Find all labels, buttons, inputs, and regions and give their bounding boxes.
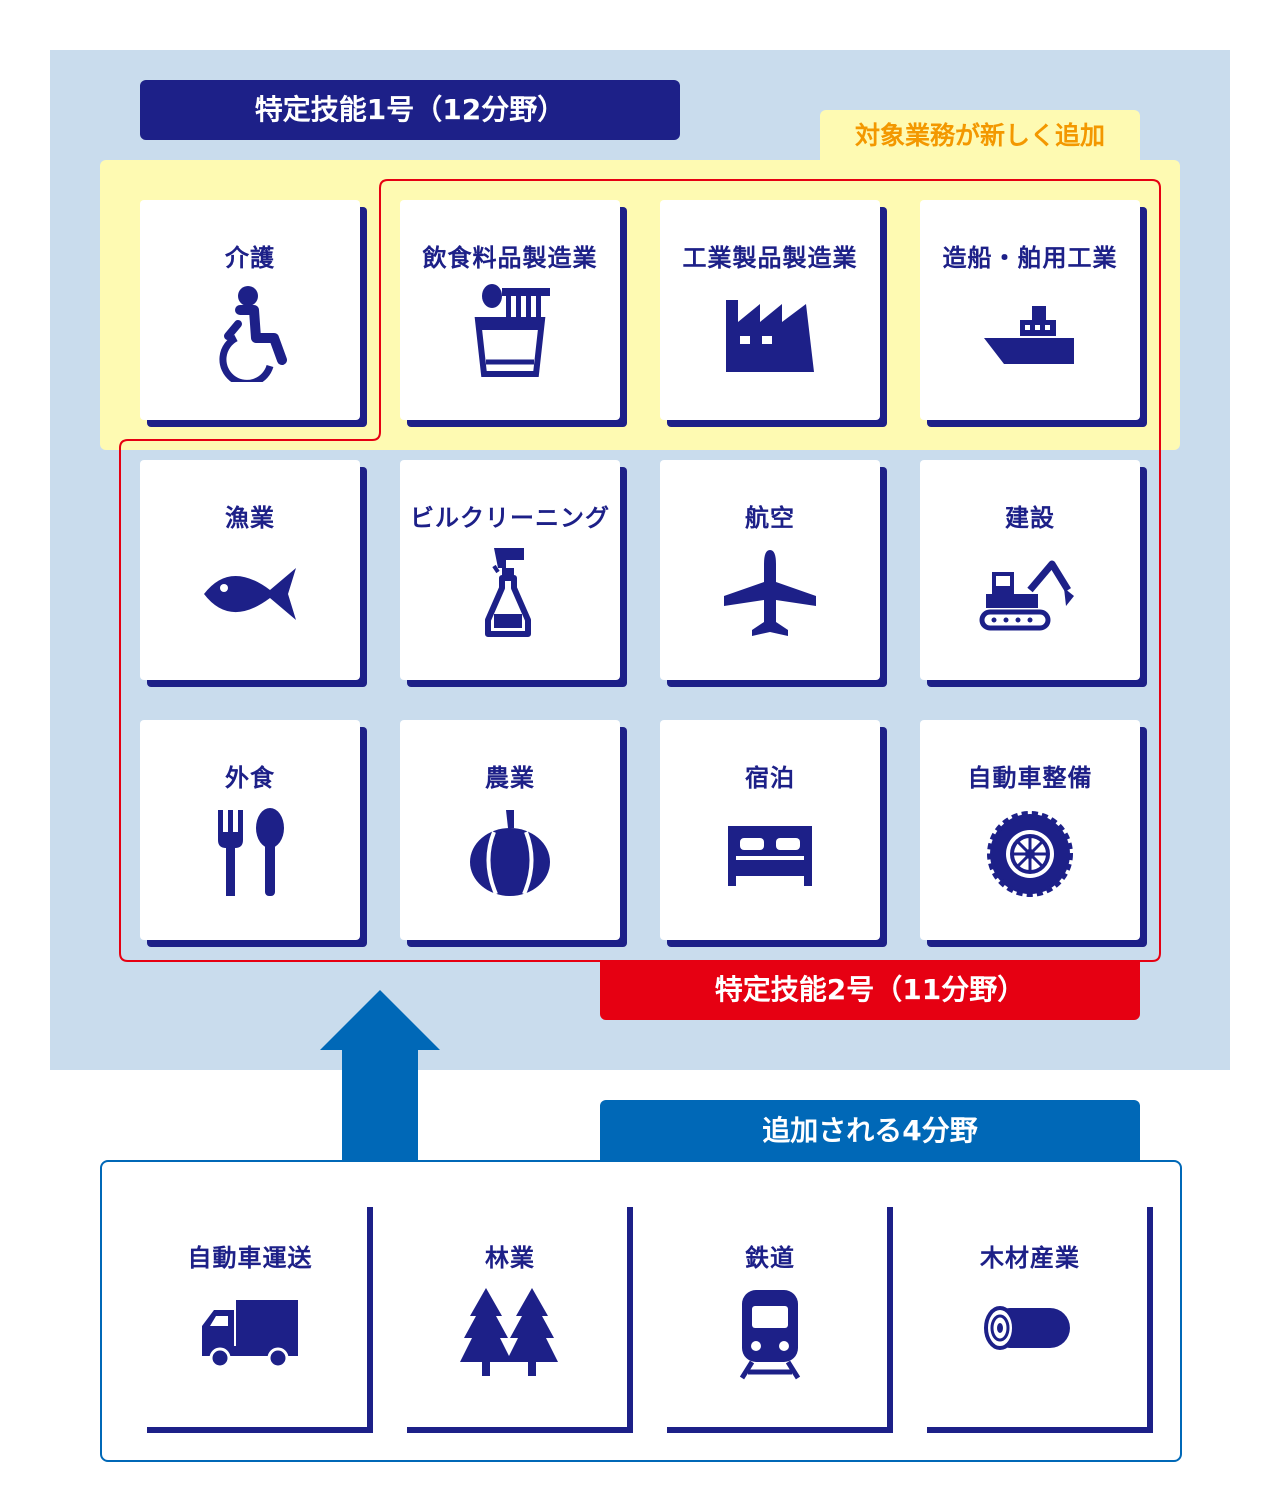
field-card-timber: 木材産業 <box>920 1200 1153 1433</box>
field-card-aviation: 航空 <box>660 460 887 687</box>
bed-icon <box>728 826 812 886</box>
tire-icon <box>987 811 1073 897</box>
field-card-shipbuilding: 造船・舶用工業 <box>920 200 1147 427</box>
field-card-agriculture: 農業 <box>400 720 627 947</box>
factory-icon <box>726 300 814 372</box>
field-label: 自動車運送 <box>187 1244 313 1272</box>
tokutei1-header: 特定技能1号（12分野） <box>140 80 680 140</box>
up-arrow-icon <box>320 990 440 1160</box>
field-card-industrial-manufacturing: 工業製品製造業 <box>660 200 887 427</box>
log-icon <box>984 1306 1070 1350</box>
field-label: 航空 <box>745 504 795 532</box>
added-fields-header: 追加される4分野 <box>600 1100 1140 1162</box>
field-card-food-manufacturing: 飲食料品製造業 <box>400 200 627 427</box>
field-label: 農業 <box>485 764 535 792</box>
field-label: 造船・舶用工業 <box>942 244 1118 272</box>
spray-bottle-icon <box>485 548 531 637</box>
tokutei2-header: 特定技能2号（11分野） <box>600 960 1140 1020</box>
field-label: 鉄道 <box>745 1244 795 1272</box>
fish-icon <box>204 568 296 620</box>
field-label: 漁業 <box>225 504 275 532</box>
field-card-forestry: 林業 <box>400 1200 633 1433</box>
pumpkin-icon <box>470 810 550 896</box>
truck-icon <box>202 1300 298 1369</box>
train-icon <box>739 1290 801 1380</box>
new-tasks-label: 対象業務が新しく追加 <box>854 121 1105 150</box>
added-fields-box <box>100 1160 1182 1462</box>
field-card-construction: 建設 <box>920 460 1147 687</box>
field-label: 飲食料品製造業 <box>422 244 598 272</box>
field-label: 木材産業 <box>980 1244 1080 1272</box>
field-label: 外食 <box>225 764 275 792</box>
field-label: ビルクリーニング <box>410 504 610 532</box>
field-card-building-cleaning: ビルクリーニング <box>400 460 627 687</box>
field-label: 工業製品製造業 <box>682 244 858 272</box>
excavator-icon <box>979 560 1074 631</box>
new-tasks-tab: 対象業務が新しく追加 <box>820 110 1140 164</box>
noodle-cup-icon <box>474 284 550 377</box>
field-card-kaigo: 介護 <box>140 200 367 427</box>
field-label: 自動車整備 <box>967 764 1093 792</box>
airplane-icon <box>724 550 816 636</box>
trees-icon <box>460 1288 558 1376</box>
field-label: 建設 <box>1005 504 1055 532</box>
field-label: 林業 <box>485 1244 535 1272</box>
field-card-lodging: 宿泊 <box>660 720 887 947</box>
fork-spoon-icon <box>218 808 284 896</box>
field-label: 宿泊 <box>745 764 795 792</box>
ship-icon <box>984 306 1074 364</box>
field-card-food-service: 外食 <box>140 720 367 947</box>
wheelchair-icon <box>219 286 287 382</box>
field-card-auto-transport: 自動車運送 <box>140 1200 373 1433</box>
field-card-auto-maintenance: 自動車整備 <box>920 720 1147 947</box>
field-card-railway: 鉄道 <box>660 1200 893 1433</box>
field-label: 介護 <box>225 244 275 272</box>
field-card-fishery: 漁業 <box>140 460 367 687</box>
